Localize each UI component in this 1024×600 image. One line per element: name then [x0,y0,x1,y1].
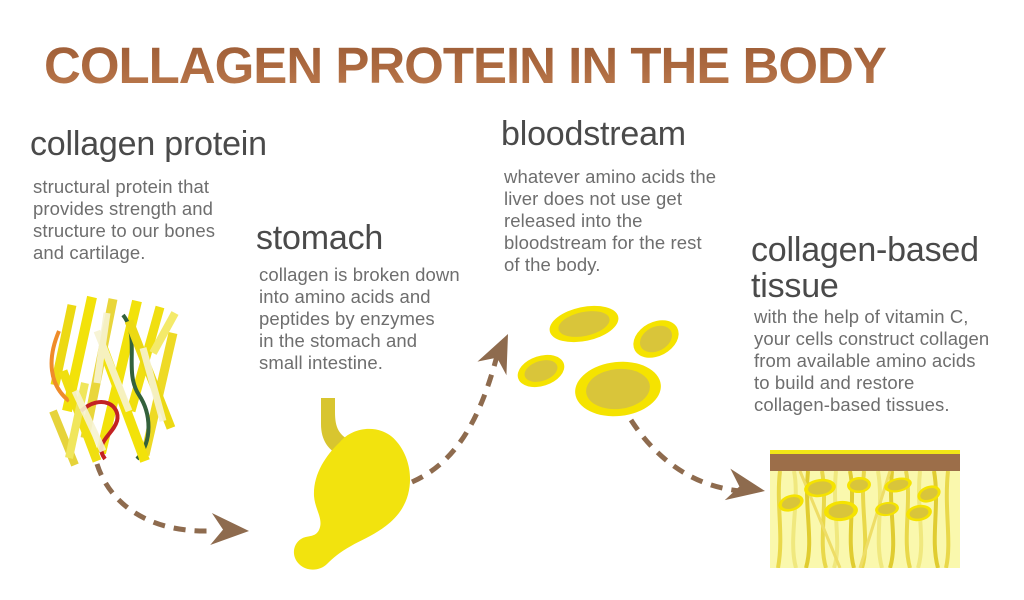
body-bloodstream: whatever amino acids the liver does not … [504,166,717,275]
body-collagen-based-tissue: with the help of vitamin C, your cells c… [754,306,990,415]
heading-stomach: stomach [256,219,384,257]
stomach-illustration [293,398,411,570]
page-title: COLLAGEN PROTEIN IN THE BODY [44,40,984,91]
heading-bloodstream: bloodstream [501,115,686,153]
arrow-fibers-to-stomach [94,463,209,534]
blood-cells-illustration [517,305,679,417]
blood-cell [517,354,565,388]
arrowhead [210,513,249,545]
blood-cell [633,320,679,358]
collagen-tissue-illustration [770,450,960,568]
blood-cell [549,305,619,343]
heading-collagen-protein: collagen protein [30,125,267,163]
tissue-top-line [770,450,960,454]
arrow-bloodstream-to-tissue [628,418,743,494]
heading-collagen-based-tissue: collagen-based tissue [751,231,979,305]
tissue-bar [770,454,960,471]
stomach-shape [293,428,411,570]
body-stomach: collagen is broken down into amino acids… [259,264,460,373]
collagen-fibers-illustration [49,295,179,467]
arrowhead [724,468,765,501]
blood-cell [575,361,661,417]
body-collagen-protein: structural protein that provides strengt… [33,176,216,263]
tissue-cells [778,476,941,522]
